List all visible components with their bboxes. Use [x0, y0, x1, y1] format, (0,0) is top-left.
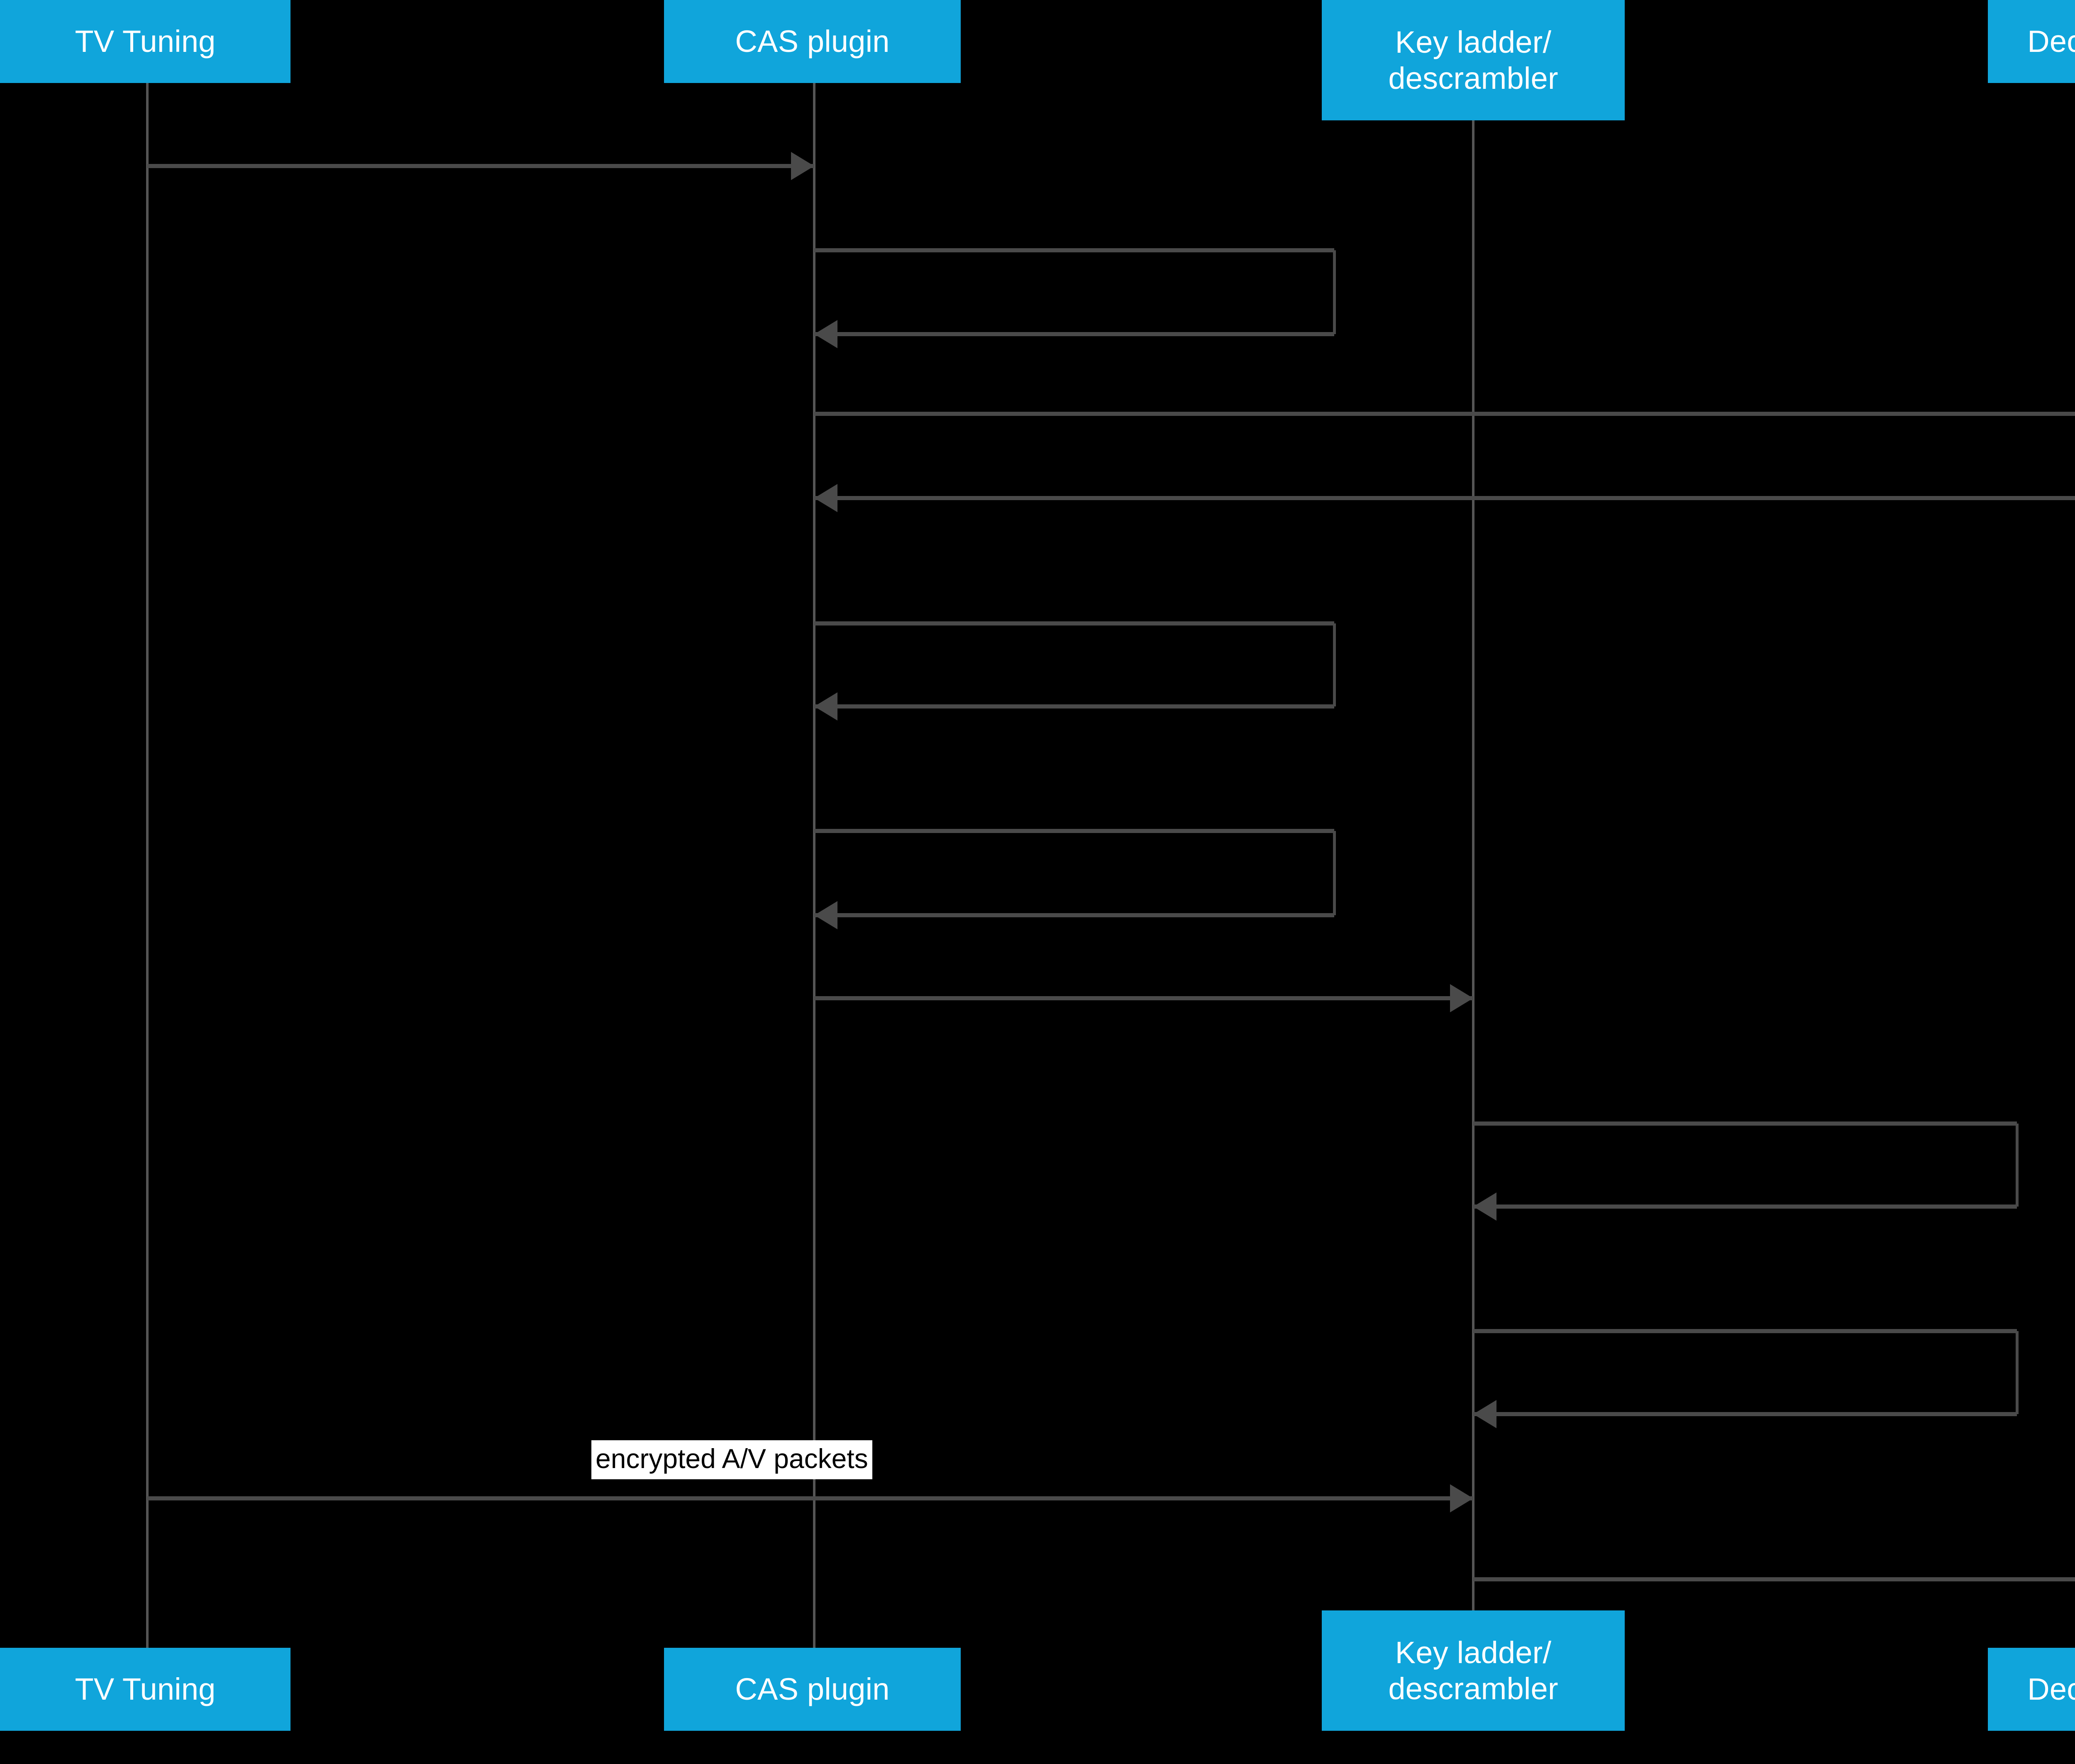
arrowhead-m2: [814, 320, 837, 348]
message-m3-line: [814, 412, 2075, 416]
message-m4-line: [814, 496, 2075, 500]
message-m8-bottom: [1473, 1205, 2017, 1209]
lifeline-tv-tuning: [146, 83, 149, 1648]
participant-label: Decode, display: [2027, 24, 2075, 59]
participant-label: TV Tuning: [75, 1672, 216, 1707]
message-m6-bottom: [814, 913, 1334, 917]
message-m2-side: [1333, 250, 1336, 334]
participant-bottom-tv-tuning[interactable]: TV Tuning: [0, 1648, 290, 1731]
message-m10-line: [147, 1496, 1473, 1500]
message-m8-top: [1473, 1121, 2017, 1126]
message-m2-top: [814, 248, 1334, 252]
participant-label: Key ladder/ descrambler: [1388, 1635, 1558, 1706]
participant-top-key-ladder-descrambler[interactable]: Key ladder/ descrambler: [1322, 0, 1625, 120]
participant-bottom-decode-display[interactable]: Decode, display: [1988, 1648, 2075, 1731]
message-m9-side: [2015, 1331, 2019, 1414]
participant-top-tv-tuning[interactable]: TV Tuning: [0, 0, 290, 83]
lifeline-key-ladder-descrambler: [1472, 120, 1474, 1610]
participant-top-decode-display[interactable]: Decode, display: [1988, 0, 2075, 83]
message-m7-line: [814, 996, 1473, 1000]
message-m5-top: [814, 621, 1334, 625]
participant-label: CAS plugin: [735, 24, 890, 59]
message-m2-bottom: [814, 332, 1334, 336]
message-m6-side: [1333, 831, 1336, 915]
message-m9-top: [1473, 1329, 2017, 1333]
lifeline-cas-plugin: [813, 83, 815, 1648]
arrowhead-m8: [1473, 1192, 1496, 1221]
message-m5-bottom: [814, 704, 1334, 709]
arrowhead-m10: [1450, 1484, 1473, 1512]
message-m1-line: [147, 164, 814, 168]
message-m5-side: [1333, 623, 1336, 706]
participant-label: CAS plugin: [735, 1672, 890, 1707]
arrowhead-m9: [1473, 1400, 1496, 1428]
arrowhead-m1: [791, 152, 814, 180]
message-m11-line: [1473, 1577, 2075, 1581]
message-label-m10: encrypted A/V packets: [591, 1440, 872, 1479]
arrowhead-m7: [1450, 984, 1473, 1012]
participant-bottom-key-ladder-descrambler[interactable]: Key ladder/ descrambler: [1322, 1610, 1625, 1731]
message-m8-side: [2015, 1124, 2019, 1207]
message-m6-top: [814, 829, 1334, 833]
message-m9-bottom: [1473, 1412, 2017, 1416]
arrowhead-m5: [814, 692, 837, 721]
participant-label: Decode, display: [2027, 1672, 2075, 1707]
participant-top-cas-plugin[interactable]: CAS plugin: [664, 0, 961, 83]
participant-label: Key ladder/ descrambler: [1388, 24, 1558, 95]
arrowhead-m6: [814, 901, 837, 929]
arrowhead-m4: [814, 484, 837, 512]
participant-label: TV Tuning: [75, 24, 216, 59]
participant-bottom-cas-plugin[interactable]: CAS plugin: [664, 1648, 961, 1731]
